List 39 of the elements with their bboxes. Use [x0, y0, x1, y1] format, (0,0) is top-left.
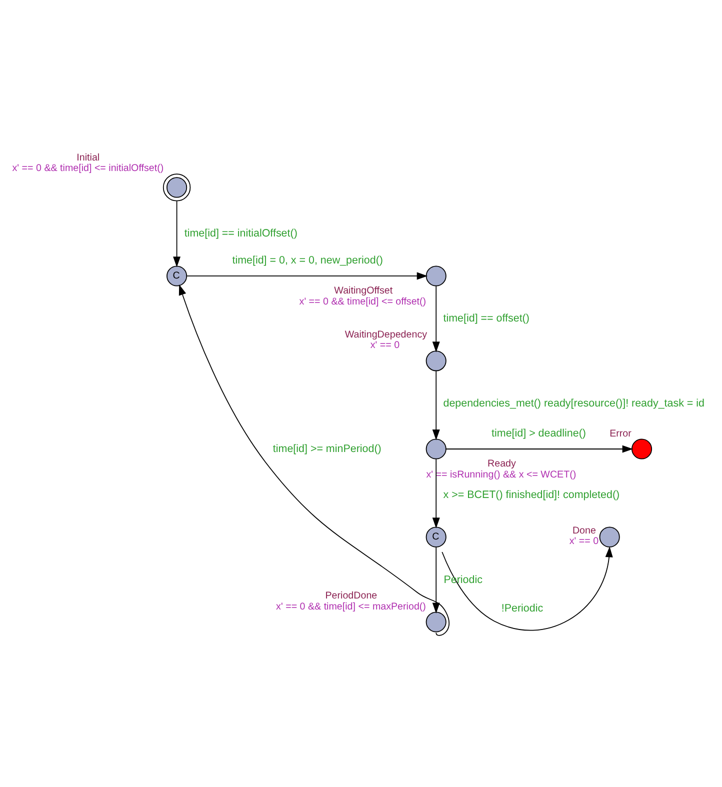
node-label: x' == 0 && time[id] <= initialOffset(): [12, 162, 164, 174]
node-circle: [426, 611, 446, 632]
edge-label: time[id] == offset(): [443, 312, 530, 324]
node-label: x' == 0 && time[id] <= maxPeriod(): [276, 600, 426, 612]
node-label: WaitingDepedency: [344, 328, 428, 340]
arrow: [432, 458, 440, 528]
edge-label: x >= BCET() finished[id]! completed(): [443, 488, 620, 500]
node-circle: [631, 438, 652, 459]
arrow: [186, 272, 428, 280]
arrow: [178, 284, 450, 636]
node-label: x' == 0: [569, 536, 599, 547]
node-label: PeriodDone: [325, 590, 378, 602]
node-label: Done: [572, 524, 596, 536]
arrow: [432, 546, 440, 613]
edge-label: dependencies_met() ready[resource()]! ready_task = id: [443, 397, 705, 410]
node-circle: C: [166, 265, 188, 286]
node-label: Initial: [76, 152, 100, 163]
node-label: x' == 0: [370, 340, 400, 351]
arrow: [446, 444, 634, 452]
node-circle: C: [426, 526, 446, 547]
edge-label: !Periodic: [501, 602, 544, 614]
arrow: [173, 200, 181, 267]
arrow: [432, 285, 440, 352]
node-label: x' == isRunning() && x <= WCET(): [426, 468, 576, 480]
node-circle: [599, 526, 620, 547]
node-circle: [426, 350, 446, 371]
arrow: [442, 546, 613, 630]
node-circle: [426, 265, 446, 286]
node-label: x' == 0 && time[id] <= offset(): [299, 296, 426, 307]
edge-label: time[id] >= minPeriod(): [272, 442, 382, 455]
node-circle: [426, 438, 446, 459]
node-label: Error: [610, 428, 632, 439]
node-label: Ready: [488, 458, 516, 470]
arrow: [432, 370, 440, 440]
edge-label: time[id] > deadline(): [492, 427, 586, 440]
node-label: WaitingOffset: [334, 285, 393, 296]
edge-label: time[id] = 0, x = 0, new_period(): [232, 254, 383, 266]
edge-label: time[id] == initialOffset(): [184, 227, 298, 240]
node-circle: [162, 173, 191, 201]
